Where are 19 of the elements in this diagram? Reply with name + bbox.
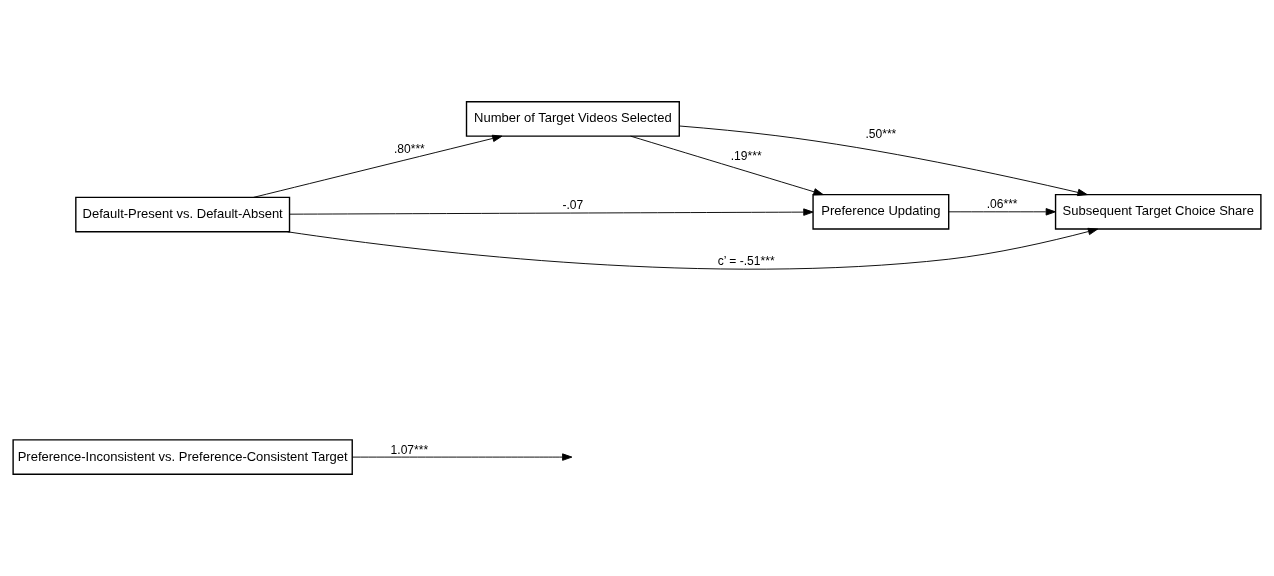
arrow bbox=[678, 125, 1088, 197]
arrow bbox=[351, 453, 573, 461]
arrow bbox=[630, 135, 824, 196]
edge-label: .06*** bbox=[986, 197, 1018, 212]
node-box: Default-Present vs. Default-Absent bbox=[75, 196, 291, 233]
edge-label: .50*** bbox=[865, 126, 897, 141]
edge-label: 1.07*** bbox=[390, 442, 429, 457]
node-box: Subsequent Target Choice Share bbox=[1054, 193, 1262, 230]
edge-label: .19*** bbox=[730, 149, 762, 164]
node-box: Preference-Inconsistent vs. Preference-Consistent Target bbox=[12, 439, 353, 475]
arrow bbox=[253, 134, 503, 198]
edge-label: .80*** bbox=[393, 141, 425, 156]
node-box: Number of Target Videos Selected bbox=[465, 101, 680, 137]
arrow bbox=[287, 227, 1099, 270]
arrow bbox=[948, 208, 1056, 216]
edge-label: c’ = -.51*** bbox=[717, 254, 775, 269]
edge-label: -.07 bbox=[562, 198, 584, 213]
node-box: Preference Updating bbox=[812, 193, 950, 230]
arrow bbox=[289, 208, 814, 216]
